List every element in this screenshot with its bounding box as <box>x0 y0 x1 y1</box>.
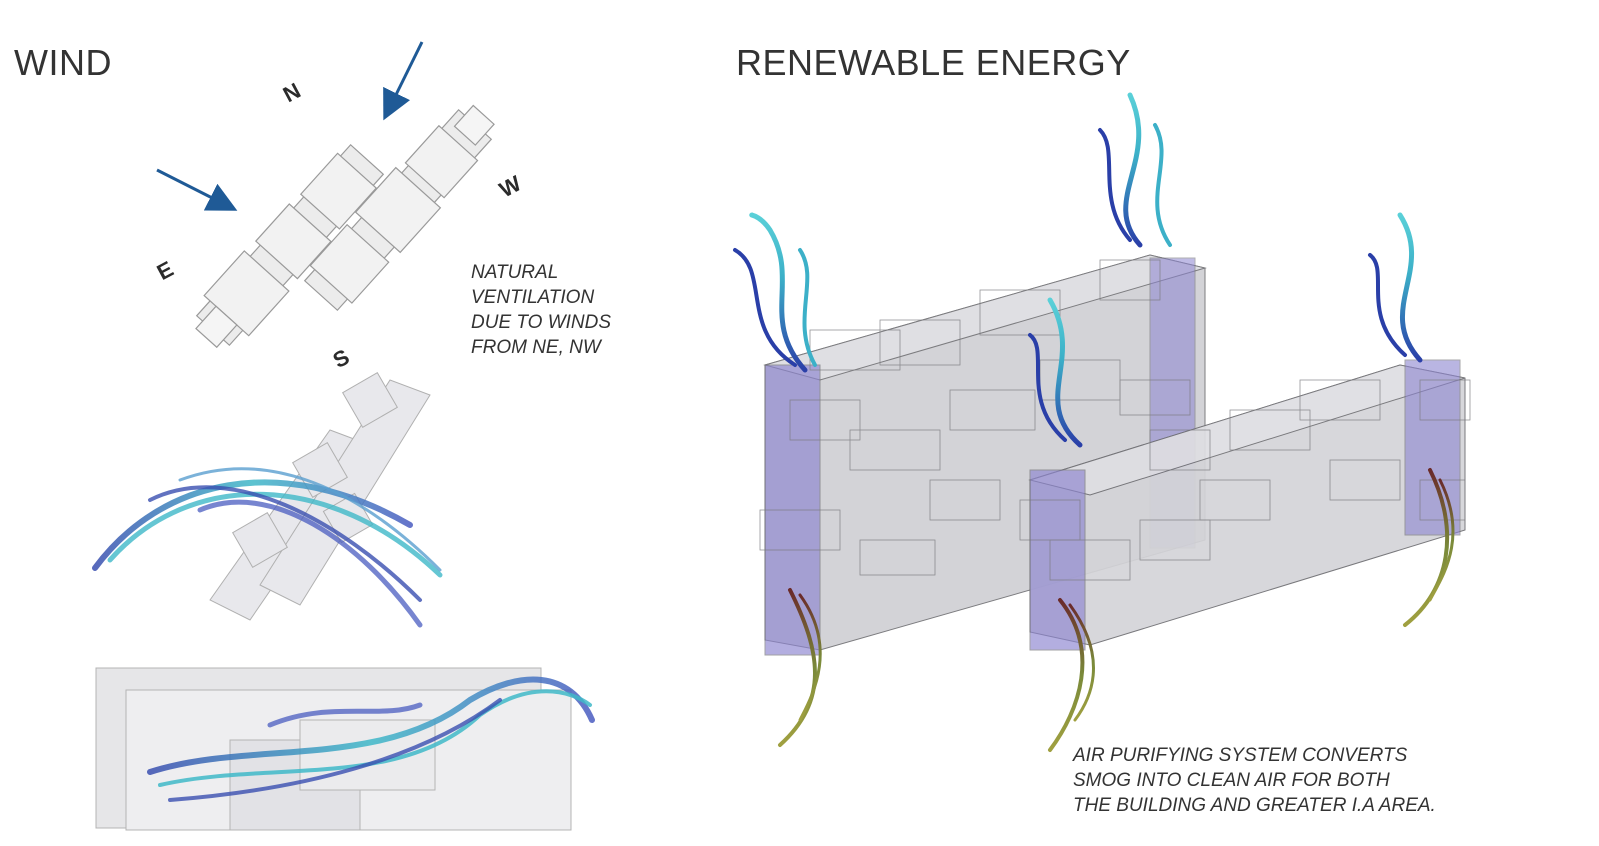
renewable-energy-title: RENEWABLE ENERGY <box>736 42 1131 83</box>
plan-view-buildings <box>195 104 495 349</box>
plume-right <box>1368 212 1423 363</box>
plume-center <box>1028 297 1083 448</box>
purple-core-front-left <box>1029 469 1086 651</box>
wind-arrows <box>156 41 424 211</box>
wind-title: WIND <box>14 42 112 83</box>
plume-back <box>1098 92 1172 248</box>
clean-air-plumes <box>733 92 1423 448</box>
renewable-energy-model <box>733 92 1471 752</box>
air-purifying-note: AIR PURIFYING SYSTEM CONVERTS SMOG INTO … <box>1073 745 1436 816</box>
smog-intake-roots <box>778 468 1455 752</box>
natural-ventilation-note: NATURAL VENTILATION DUE TO WINDS FROM NE… <box>471 262 612 358</box>
axonometric-wind-model <box>92 371 443 628</box>
section-wind-model <box>95 667 595 831</box>
wind-arrow-nw <box>156 168 238 211</box>
wind-arrow-ne <box>383 41 424 121</box>
plume-left <box>733 212 817 373</box>
